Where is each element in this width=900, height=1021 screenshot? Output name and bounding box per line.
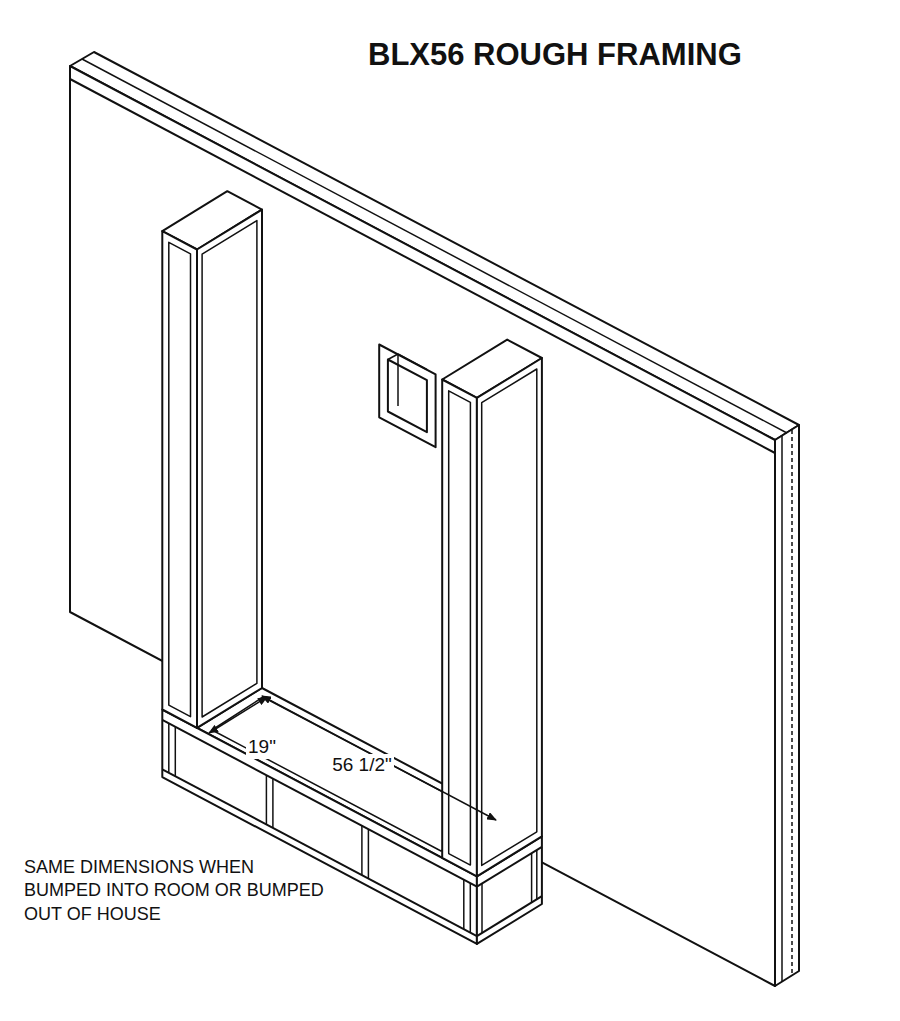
column-front: [162, 231, 197, 728]
wall-end-dash: [791, 430, 793, 976]
joist: [536, 850, 538, 899]
plate-line: [162, 769, 477, 936]
vent-recess: [388, 360, 427, 433]
joist: [168, 723, 170, 772]
stud-frame: [202, 221, 257, 717]
joist: [470, 883, 472, 932]
joist: [531, 853, 533, 902]
stud-frame: [169, 242, 191, 716]
column-front: [442, 380, 477, 877]
wall-face: [70, 66, 775, 986]
joist: [481, 884, 483, 933]
platform-front: [162, 710, 477, 944]
wall-end: [775, 425, 799, 986]
column-side: [477, 358, 542, 876]
diagram-title: BLX56 ROUGH FRAMING: [368, 36, 742, 73]
vent-opening: [379, 345, 435, 448]
joist: [368, 829, 370, 878]
dimension-label: 19": [246, 736, 278, 759]
joist: [272, 779, 274, 828]
stud-frame: [482, 369, 537, 865]
note-text: SAME DIMENSIONS WHEN BUMPED INTO ROOM OR…: [24, 856, 324, 926]
wall-end-line: [781, 436, 783, 982]
joist: [266, 775, 268, 824]
dimension-label: 56 1/2": [330, 754, 394, 777]
stud-frame: [449, 391, 471, 865]
dimension-line: [209, 697, 267, 733]
joist: [361, 826, 363, 875]
dimension-line: [262, 696, 496, 820]
joist: [175, 727, 177, 776]
vent-recess-edge: [388, 354, 398, 360]
joist: [463, 880, 465, 929]
column-inner: [197, 210, 262, 728]
vent-recess-back: [397, 354, 399, 406]
vent-recess-back: [398, 354, 427, 370]
